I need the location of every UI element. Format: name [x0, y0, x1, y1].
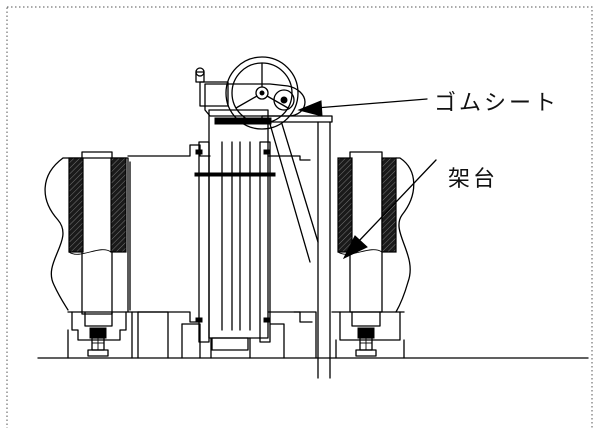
- right-support-foot: [335, 311, 405, 359]
- right-bolt-head: [357, 327, 375, 339]
- handwheel-operator: [195, 56, 306, 130]
- rubber-pad-right-b: [381, 157, 397, 253]
- frame-stand-label: 架台: [448, 167, 498, 192]
- left-support-foot: [67, 311, 133, 359]
- rubber-pad-right-a: [337, 157, 353, 253]
- right-flange-assembly: [331, 151, 415, 313]
- handwheel-rim: [225, 56, 299, 130]
- diagram-border: [6, 6, 593, 428]
- leader-rubber-sheet: [297, 98, 428, 117]
- frame-stand: [261, 115, 333, 379]
- rubber-pad-left-b: [110, 157, 127, 253]
- rubber-sheet-label: ゴムシート: [434, 91, 559, 116]
- lower-blocks: [137, 311, 317, 359]
- left-flange-assembly: [44, 151, 129, 315]
- leader-frame-stand: [342, 159, 437, 260]
- stem-housing: [194, 109, 276, 359]
- left-bolt-head: [89, 327, 107, 339]
- rubber-pad-left-a: [68, 157, 84, 253]
